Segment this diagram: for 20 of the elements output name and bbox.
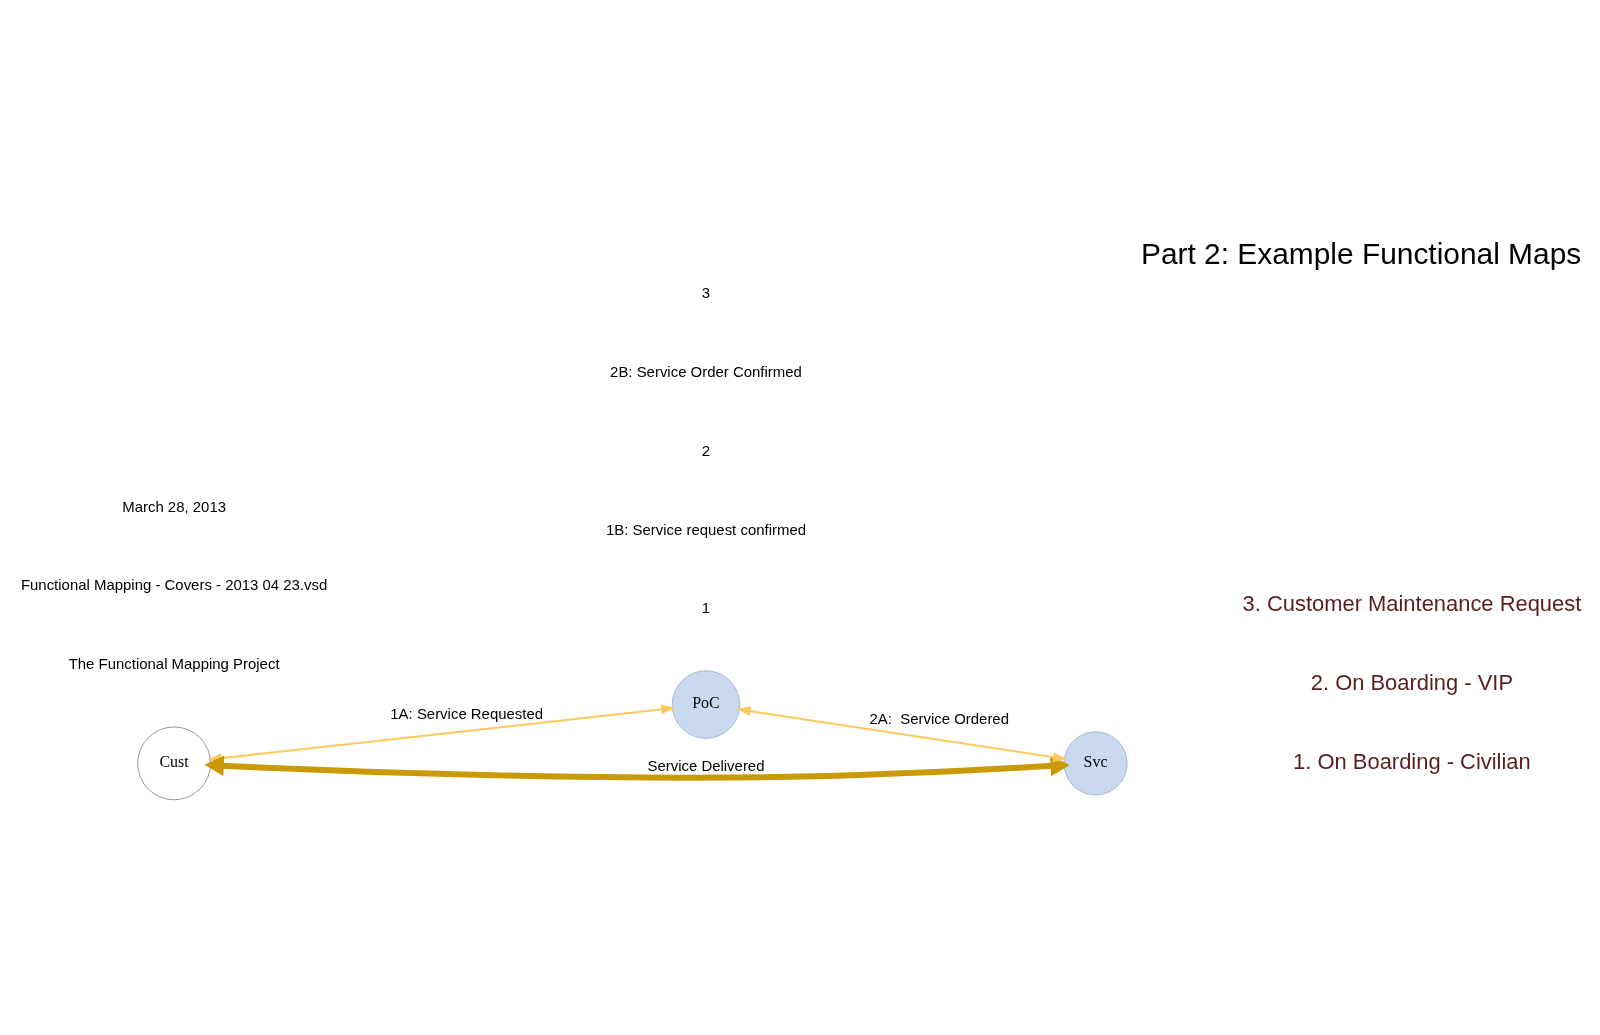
label: 3. Customer Maintenance Request [1242,590,1582,616]
label: 1. On Boarding - Civilian [1293,748,1531,774]
node-circle: Cust [137,725,212,800]
arrow [204,755,1070,781]
label: 1B: Service request confirmed [605,520,807,538]
label: 2 [701,441,711,459]
node-circle: Svc [1063,730,1128,795]
diagram-title: Part 2: Example Functional Maps [1140,236,1582,270]
label: 2B: Service Order Confirmed [610,362,802,380]
arrow [736,705,1067,762]
label: 3 [701,283,711,301]
edge-label: 1A: Service Requested [390,704,544,722]
label: The Functional Mapping Project [68,654,280,672]
label: 1 [701,598,711,616]
label: March 28, 2013 [122,497,227,515]
node-circle: PoC [671,669,741,739]
label: Functional Mapping - Covers - 2013 04 23.vsd [20,575,328,593]
edge-label: 2A: Service Ordered [869,709,1009,727]
label: 2. On Boarding - VIP [1310,669,1514,695]
edge-label: Service Delivered [647,756,765,774]
